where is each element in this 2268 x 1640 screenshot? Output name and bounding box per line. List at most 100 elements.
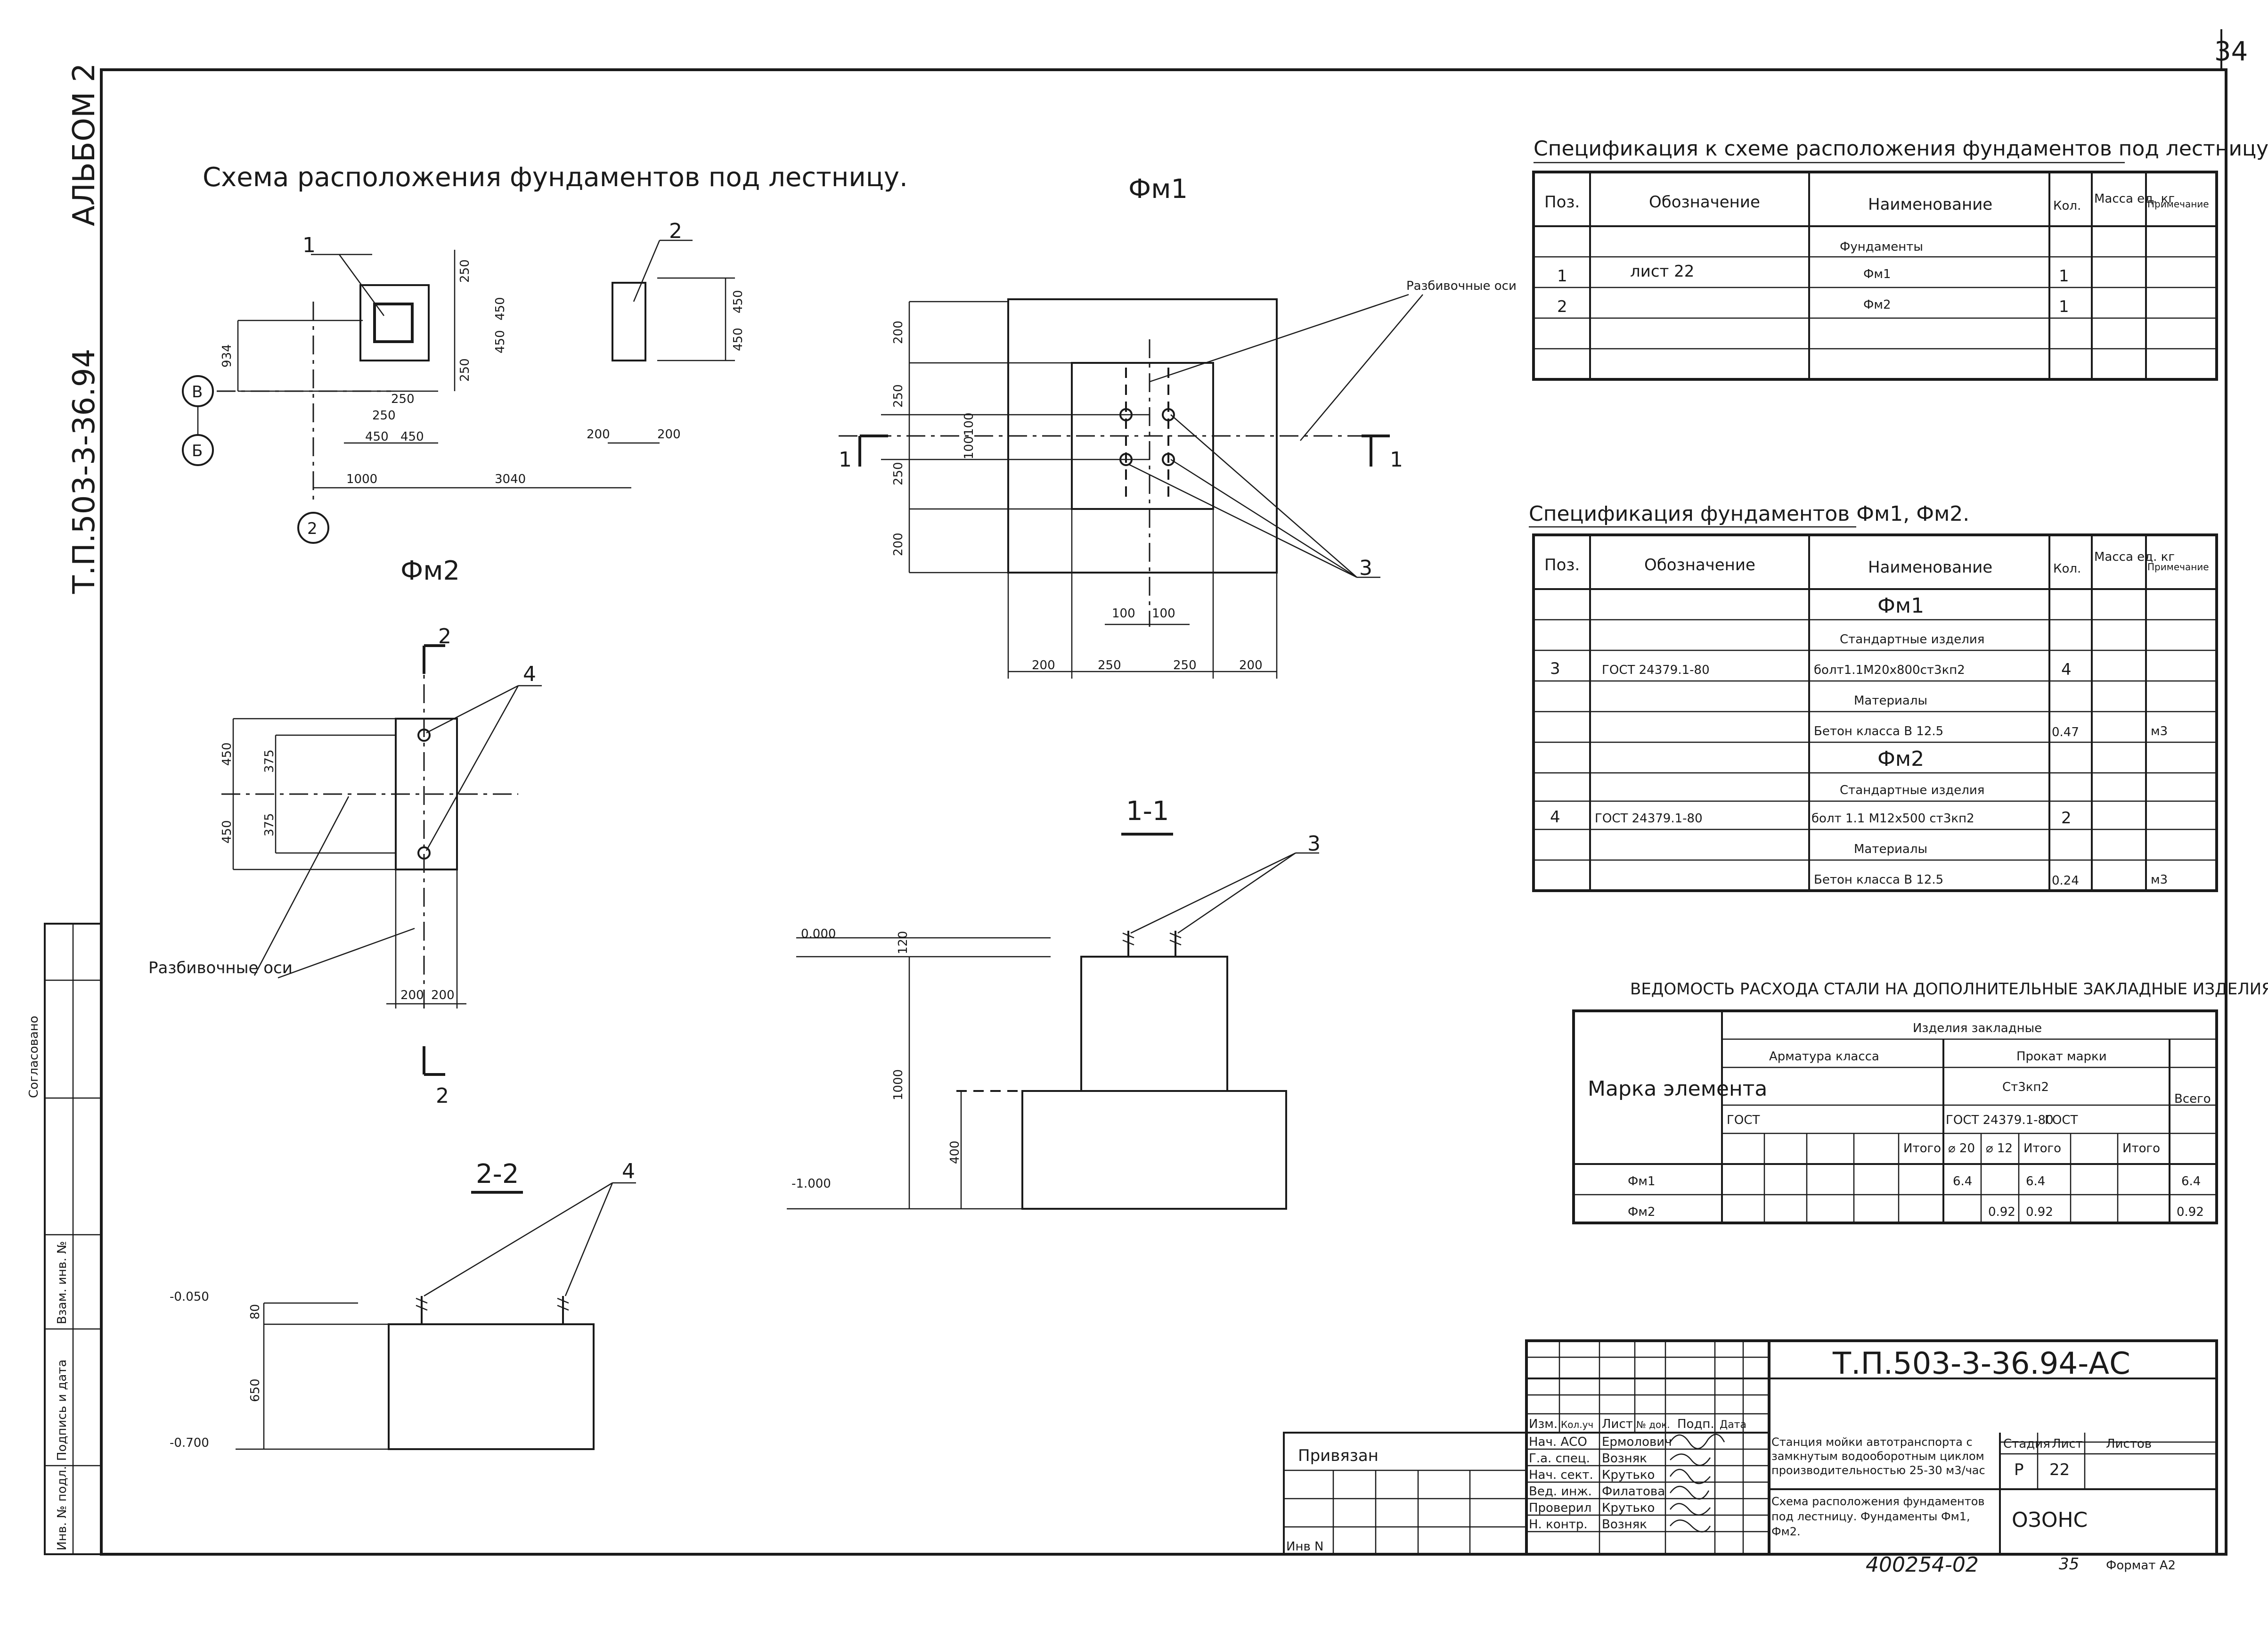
stamp-inv-podl: Инв. № подл.	[55, 1466, 69, 1550]
fm2-dim-200-a: 200	[400, 988, 424, 1002]
section22-callout-4: 4	[622, 1159, 635, 1183]
title-block: Изм. Кол.уч Лист № док. Подп. Дата Нач. …	[1283, 1339, 2218, 1556]
spec1-h-kol: Кол.	[2053, 199, 2081, 213]
stamp-soglasovano: Согласовано	[27, 1016, 41, 1098]
fm2-axes-label: Разбивочные оси	[148, 959, 293, 977]
fm1-dim-200-bot: 200	[891, 533, 906, 556]
plan-view: Схема расположения фундаментов под лестн…	[182, 162, 908, 544]
steel-r0-total: 6.4	[2181, 1174, 2201, 1189]
spec2-r7-name: болт 1.1 М12х500 ст3кп2	[1811, 812, 1974, 826]
section11-level-1: -1.000	[791, 1177, 831, 1191]
tb-name-5: Возняк	[1602, 1517, 1647, 1532]
fm1-title: Фм1	[1128, 174, 1188, 205]
steel-h-itogo2: Итого	[2023, 1141, 2061, 1156]
fm2-dim-450-b: 450	[220, 820, 234, 844]
spec2-r3-name: Материалы	[1854, 694, 1927, 708]
plan-dim-450-d: 450	[400, 430, 424, 444]
plan-dim-250-b: 250	[372, 409, 396, 423]
fm2-view: Фм2 450 375 375 450 2 2 4 200 200 Р	[148, 556, 542, 1108]
tb-h-data: Дата	[1720, 1419, 1746, 1431]
steel-mark: Ст3кп2	[2002, 1080, 2049, 1094]
steel-r0-itogo: 6.4	[2026, 1174, 2045, 1189]
fm2-dim-200-b: 200	[431, 988, 455, 1002]
signature-scribbles	[1669, 1434, 1725, 1533]
spec1-h-prim: Примечание	[2147, 198, 2209, 210]
spec2-r9-name: Бетон класса В 12.5	[1814, 873, 1943, 887]
steel-sub-prokat: Прокат марки	[2016, 1050, 2107, 1064]
steel-sub-armatura: Арматура класса	[1769, 1050, 1879, 1064]
fm1-dim-200-a: 200	[1032, 658, 1055, 672]
tb-name-4: Крутько	[1602, 1501, 1655, 1515]
plan-axis-v: В	[192, 383, 203, 402]
steel-title: ВЕДОМОСТЬ РАСХОДА СТАЛИ НА ДОПОЛНИТЕЛЬНЫ…	[1630, 980, 2268, 999]
spec2-h-kol: Кол.	[2053, 562, 2081, 576]
section22-title: 2-2	[476, 1159, 519, 1189]
bottom-format: Формат А2	[2106, 1558, 2176, 1573]
steel-table: ВЕДОМОСТЬ РАСХОДА СТАЛИ НА ДОПОЛНИТЕЛЬНЫ…	[1572, 980, 2268, 1224]
tb-role-2: Нач. сект.	[1529, 1468, 1593, 1482]
steel-gost3: ГОСТ	[2045, 1113, 2078, 1127]
fm1-dim-100-d: 100	[1152, 607, 1175, 621]
spec2-r2-name: болт1.1М20х800ст3кп2	[1814, 663, 1965, 677]
plan-axis-2: 2	[307, 519, 318, 538]
tb-code: Т.П.503-3-36.94-АС	[1832, 1346, 2130, 1381]
spec1-r2-poz: 2	[1557, 297, 1567, 316]
steel-r0-d20: 6.4	[1953, 1174, 1972, 1189]
section22-dim-80: 80	[248, 1304, 262, 1320]
plan-callout-1: 1	[302, 233, 316, 257]
spec2-h-name: Наименование	[1868, 558, 1992, 577]
stamp-vzam: Взам. инв. №	[55, 1241, 69, 1324]
spec1-r1-obozn: лист 22	[1630, 262, 1694, 281]
spec2-r5-name: Фм2	[1877, 747, 1924, 771]
fm1-dim-250-c: 250	[1098, 658, 1121, 672]
fm1-axes-label: Разбивочные оси	[1406, 279, 1517, 293]
plan-dim-1000: 1000	[346, 472, 377, 486]
section11-dim-400: 400	[948, 1140, 962, 1164]
spec2-r7-obozn: ГОСТ 24379.1-80	[1595, 812, 1703, 826]
spec2-h-prim: Примечание	[2147, 561, 2209, 573]
spec2-h-massa: Масса ед. кг	[2094, 550, 2175, 564]
section-1-1: 1-1 0.000 -1.000 120 1000 400 3	[787, 796, 1321, 1210]
plan-dim-450-c: 450	[365, 430, 389, 444]
steel-r1-itogo: 0.92	[2026, 1205, 2053, 1219]
section11-dim-120: 120	[896, 931, 910, 954]
tb-sheets-label: Листов	[2106, 1437, 2152, 1451]
tb-stage-label: Стадия	[2003, 1437, 2050, 1451]
sheet-frame: 34 АЛЬБОМ 2 Т.П.503-3-36.94	[67, 29, 2248, 1556]
steel-gost2: ГОСТ 24379.1-80	[1946, 1113, 2054, 1127]
fm2-dim-375-a: 375	[262, 749, 277, 773]
steel-h-d20: ⌀ 20	[1948, 1141, 1975, 1156]
spec1-h-obozn: Обозначение	[1649, 193, 1760, 212]
plan-dim-450-f: 450	[731, 328, 745, 351]
tb-name-1: Возняк	[1602, 1451, 1647, 1466]
spec2-r7-poz: 4	[1550, 808, 1560, 827]
tb-project: Станция мойки автотранспорта с замкнутым…	[1771, 1435, 1985, 1477]
fm1-section-right: 1	[1390, 448, 1403, 472]
section-2-2: 2-2 -0.050 -0.700 80 650 4	[170, 1159, 636, 1450]
steel-h-itogo3: Итого	[2122, 1141, 2160, 1156]
spec1-r0-name: Фундаменты	[1840, 240, 1923, 254]
steel-total-header: Всего	[2174, 1092, 2211, 1106]
doc-code-vertical: Т.П.503-3-36.94	[67, 349, 102, 594]
spec2-r4-prim: м3	[2151, 724, 2168, 738]
steel-col-element: Марка элемента	[1588, 1077, 1767, 1101]
spec2-r9-prim: м3	[2151, 873, 2168, 887]
tb-role-3: Вед. инж.	[1529, 1484, 1592, 1499]
spec2-r6-name: Стандартные изделия	[1840, 783, 1984, 797]
spec1-r1-kol: 1	[2059, 267, 2069, 286]
section11-callout-3: 3	[1307, 832, 1321, 856]
spec1-r2-kol: 1	[2059, 297, 2069, 316]
tb-name-3: Филатова	[1602, 1484, 1665, 1499]
steel-h-d12: ⌀ 12	[1986, 1141, 2013, 1156]
plan-dim-450-b: 450	[493, 330, 507, 353]
fm1-dim-200-b: 200	[1239, 658, 1263, 672]
spec2-r0-name: Фм1	[1877, 594, 1924, 618]
tb-sheet-label: Лист	[2052, 1437, 2083, 1451]
tb-sheet-name: Схема расположения фундаментов под лестн…	[1771, 1495, 1985, 1538]
section11-dim-1000: 1000	[891, 1069, 906, 1100]
steel-r1-mark: Фм2	[1628, 1205, 1656, 1219]
steel-r1-total: 0.92	[2177, 1205, 2204, 1219]
steel-r0-mark: Фм1	[1628, 1174, 1656, 1189]
plan-dim-3040: 3040	[495, 472, 526, 486]
fm1-dim-100-a: 100	[962, 412, 976, 436]
